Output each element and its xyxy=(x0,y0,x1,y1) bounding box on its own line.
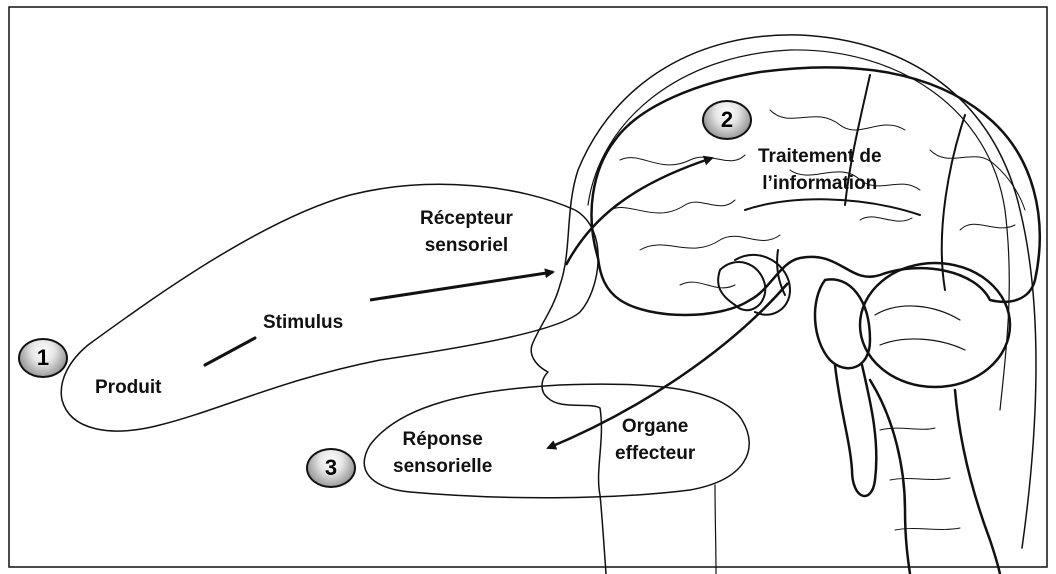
marker-1-badge: 1 xyxy=(18,338,68,378)
reponse-line-1: Réponse xyxy=(393,426,492,453)
recepteur-label: Récepteur sensoriel xyxy=(420,205,513,259)
marker-2-badge: 2 xyxy=(702,100,752,140)
pons xyxy=(815,279,870,368)
cerebellum xyxy=(860,263,1010,387)
diagram-border xyxy=(9,7,1047,567)
reponse-label: Réponse sensorielle xyxy=(393,426,492,480)
marker-3-badge: 3 xyxy=(306,448,356,488)
organe-line-1: Organe xyxy=(615,413,695,440)
traitement-line-2: l’information xyxy=(758,170,882,197)
traitement-label: Traitement de l’information xyxy=(758,143,882,197)
organe-line-2: effecteur xyxy=(615,440,695,467)
neck-line xyxy=(715,485,716,574)
reponse-line-2: sensorielle xyxy=(393,453,492,480)
produit-label: Produit xyxy=(95,374,162,401)
corpus-callosum xyxy=(745,199,920,215)
organe-label: Organe effecteur xyxy=(615,413,695,467)
stimulus-line xyxy=(205,338,255,365)
receptor-to-brain-arrow xyxy=(566,158,712,265)
recepteur-line-1: Récepteur xyxy=(420,205,513,232)
brainstem xyxy=(835,365,876,496)
skull-inner xyxy=(588,50,1009,410)
head-illustration xyxy=(531,35,1040,574)
stimulus-arrow xyxy=(370,272,553,300)
traitement-line-1: Traitement de xyxy=(758,143,882,170)
stimulus-label: Stimulus xyxy=(263,309,343,336)
recepteur-line-2: sensoriel xyxy=(420,232,513,259)
